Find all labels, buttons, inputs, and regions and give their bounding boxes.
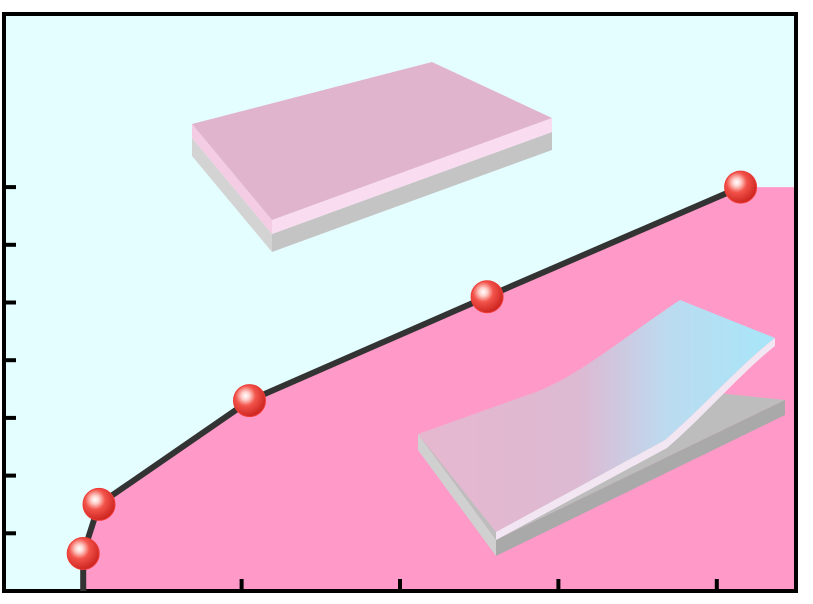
data-point-5 <box>724 170 758 204</box>
flat-film-illustration <box>192 62 552 252</box>
data-point-3 <box>233 384 266 418</box>
flat-film-bottom-layer <box>192 138 272 252</box>
series-points <box>66 170 758 570</box>
data-point-2 <box>82 487 116 521</box>
bent-film-substrate-side <box>496 400 785 556</box>
bent-film-illustration <box>418 300 785 556</box>
data-point-1 <box>66 537 100 570</box>
flat-film-top-edge <box>192 124 272 234</box>
flat-film-top-face <box>192 62 552 220</box>
y-axis-ticks <box>4 185 16 536</box>
bent-film-top-face <box>418 300 775 532</box>
flat-film-bottom-side <box>272 132 552 252</box>
flat-film-top-side <box>272 118 552 234</box>
data-point-4 <box>470 280 504 314</box>
bent-film-substrate-front <box>418 434 496 556</box>
bent-film-edge <box>496 338 775 540</box>
